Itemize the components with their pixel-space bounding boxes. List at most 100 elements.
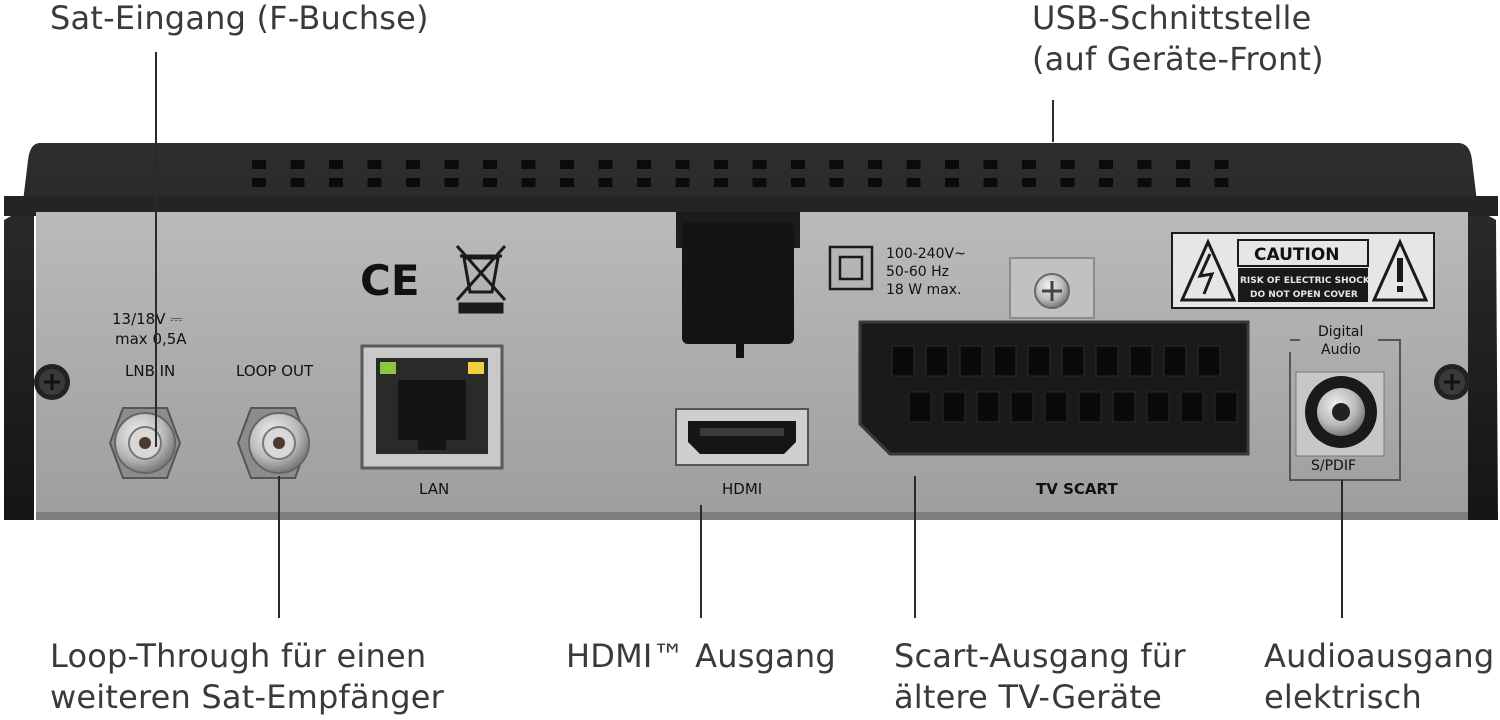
- vent-slot: [1022, 160, 1036, 169]
- vent-slot: [1060, 160, 1075, 169]
- callout-line-audio: [1341, 480, 1343, 618]
- callout-line-hdmi: [700, 505, 702, 618]
- hdmi-port: [675, 408, 809, 466]
- vent-slot: [714, 160, 728, 169]
- vent-slot: [637, 160, 651, 169]
- vent-slot: [1214, 160, 1229, 169]
- vent-slot: [483, 160, 497, 169]
- lnb-spec-2: max 0,5A: [115, 330, 187, 348]
- vent-slot: [868, 160, 882, 169]
- vent-slot: [252, 178, 266, 187]
- scart-pin: [1078, 391, 1102, 423]
- scart-pin: [1146, 391, 1170, 423]
- callout-loop-line-1: Loop-Through für einen: [50, 637, 427, 675]
- vent-slot: [1137, 160, 1152, 169]
- scart-pin: [976, 391, 1000, 423]
- callout-hdmi: HDMI™ Ausgang: [566, 636, 836, 677]
- scart-pin: [1163, 345, 1187, 377]
- vent-slot: [675, 160, 690, 169]
- vent-slot: [1060, 178, 1075, 187]
- scart-pin: [1027, 345, 1051, 377]
- vent-slot: [868, 178, 882, 187]
- scart-pin: [1112, 391, 1136, 423]
- right-screw: [1434, 364, 1470, 400]
- vent-slot: [752, 160, 767, 169]
- weee-bin-icon: [455, 245, 507, 314]
- vent-slot: [637, 178, 651, 187]
- scart-pin: [1197, 345, 1221, 377]
- vent-slot: [1176, 178, 1190, 187]
- scart-pin: [925, 345, 949, 377]
- vent-slot: [906, 178, 921, 187]
- callout-line-sat: [155, 52, 157, 447]
- lnb-spec-1: 13/18V ⎓: [112, 310, 182, 328]
- vent-slot: [1099, 160, 1113, 169]
- vent-slot: [521, 160, 536, 169]
- callout-audio-line-2: elektrisch: [1264, 678, 1422, 716]
- vent-slots: [252, 160, 1229, 187]
- callout-audio: Audioausgang elektrisch: [1264, 636, 1494, 718]
- callout-scart-line-1: Scart-Ausgang für: [894, 637, 1186, 675]
- vent-slot: [367, 178, 382, 187]
- double-insulation-icon: [828, 245, 874, 291]
- caution-title: CAUTION: [1254, 245, 1340, 265]
- scart-pin: [1010, 391, 1034, 423]
- callout-line-loop: [278, 476, 280, 618]
- vent-slot: [290, 178, 305, 187]
- vent-slot: [829, 178, 844, 187]
- ce-mark: CE: [360, 256, 420, 305]
- digital-label: Digital: [1318, 324, 1363, 340]
- vent-slot: [444, 178, 459, 187]
- callout-loop-line-2: weiteren Sat-Empfänger: [50, 678, 445, 716]
- vent-slot: [1137, 178, 1152, 187]
- loop-out-label: LOOP OUT: [236, 362, 314, 380]
- usb-cover: [676, 212, 800, 358]
- vent-slot: [367, 160, 382, 169]
- caution-line-1: RISK OF ELECTRIC SHOCK: [1240, 276, 1371, 286]
- vent-slot: [945, 178, 959, 187]
- callout-line-usb: [1052, 100, 1054, 142]
- callout-scart-line-2: ältere TV-Geräte: [894, 678, 1163, 716]
- vent-slot: [290, 160, 305, 169]
- hdmi-label: HDMI: [722, 480, 762, 498]
- vent-slot: [829, 160, 844, 169]
- vent-slot: [1176, 160, 1190, 169]
- audio-label: Audio: [1321, 342, 1361, 358]
- caution-line-2: DO NOT OPEN COVER: [1250, 290, 1358, 300]
- callout-sat-input-text: Sat-Eingang (F-Buchse): [50, 0, 429, 37]
- vent-slot: [329, 178, 343, 187]
- scart-pin: [959, 345, 983, 377]
- callout-usb-line-1: USB-Schnittstelle: [1032, 0, 1312, 37]
- vent-slot: [1214, 178, 1229, 187]
- scart-pin: [993, 345, 1017, 377]
- lnb-in-connector: [108, 407, 182, 479]
- vent-slot: [521, 178, 536, 187]
- loop-out-connector: [236, 407, 310, 479]
- lan-label: LAN: [419, 480, 449, 498]
- vent-slot: [406, 178, 420, 187]
- housing: [4, 143, 1498, 520]
- left-screw: [34, 364, 70, 400]
- vent-slot: [1099, 178, 1113, 187]
- spdif-label: S/PDIF: [1311, 458, 1356, 474]
- scart-pin: [1129, 345, 1153, 377]
- vent-slot: [560, 160, 574, 169]
- scart-pin: [891, 345, 915, 377]
- callout-usb: USB-Schnittstelle (auf Geräte-Front): [1032, 0, 1324, 80]
- callout-audio-line-1: Audioausgang: [1264, 637, 1495, 675]
- vent-slot: [329, 160, 343, 169]
- vent-slot: [983, 178, 998, 187]
- lnb-in-label: LNB IN: [125, 362, 175, 380]
- vent-slot: [791, 160, 805, 169]
- scart-bracket: [1009, 257, 1095, 319]
- scart-pin: [908, 391, 932, 423]
- power-spec-1: 100-240V~: [886, 246, 966, 262]
- vent-slot: [444, 160, 459, 169]
- scart-pin: [1061, 345, 1085, 377]
- vent-slot: [1022, 178, 1036, 187]
- scart-pin: [1095, 345, 1119, 377]
- vent-slot: [752, 178, 767, 187]
- callout-line-scart: [914, 476, 916, 618]
- vent-slot: [252, 160, 266, 169]
